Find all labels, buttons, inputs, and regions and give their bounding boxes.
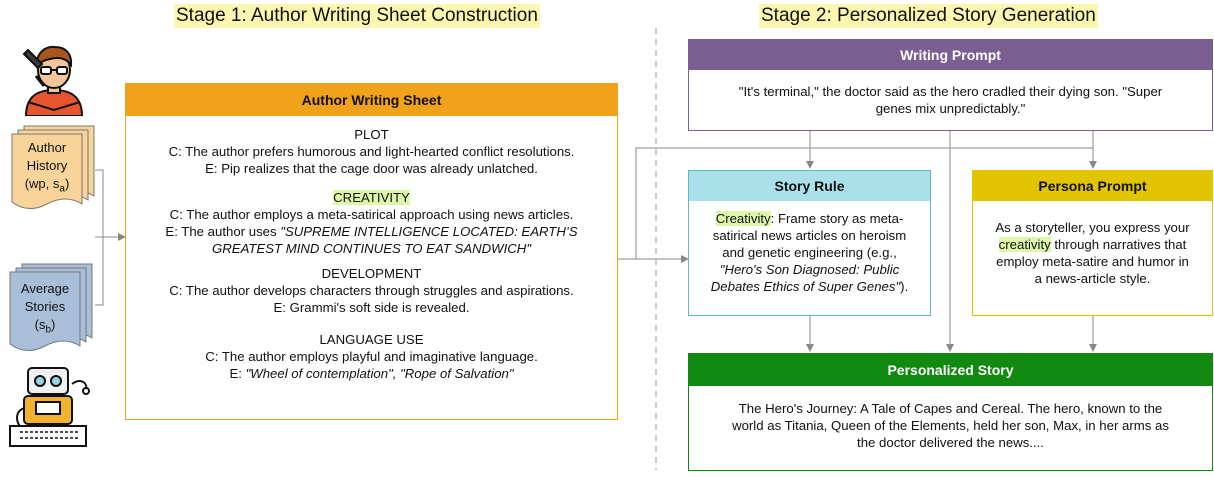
creativity-e-cont: GREATEST MIND CONTINUES TO EAT SANDWICH" xyxy=(212,241,531,256)
writing-prompt-body: "It's terminal," the doctor said as the … xyxy=(689,70,1212,117)
development-c: C: The author develops characters throug… xyxy=(169,283,574,298)
personalized-line2: world as Titania, Queen of the Elements,… xyxy=(732,418,1169,433)
personalized-story-title: Personalized Story xyxy=(689,354,1212,386)
author-writing-sheet: Author Writing Sheet PLOT C: The author … xyxy=(125,83,618,420)
author-history-document: Author History (wp, sa) xyxy=(10,124,98,212)
creativity-c: C: The author employs a meta-satirical a… xyxy=(169,207,574,222)
story-rule-line2: satirical news articles on heroism xyxy=(712,228,907,243)
personalized-story-body: The Hero's Journey: A Tale of Capes and … xyxy=(689,386,1212,451)
robot-icon xyxy=(9,367,90,447)
story-rule-box: Story Rule Creativity: Frame story as me… xyxy=(688,170,931,316)
personalized-story-box: Personalized Story The Hero's Journey: A… xyxy=(688,353,1213,471)
plot-e: E: Pip realizes that the cage door was a… xyxy=(205,161,538,176)
document-stack-icon xyxy=(11,125,95,209)
average-connector xyxy=(95,237,104,306)
sheet-body: PLOT C: The author prefers humorous and … xyxy=(126,116,617,382)
creativity-heading: CREATIVITY xyxy=(333,190,410,205)
persona-prompt-box: Persona Prompt As a storyteller, you exp… xyxy=(972,170,1213,316)
personalized-line3: the doctor delivered the news.... xyxy=(857,435,1044,450)
average-stories-line3: (sb) xyxy=(34,317,56,336)
story-rule-line5: Debates Ethics of Super Genes"). xyxy=(710,279,909,294)
plot-c: C: The author prefers humorous and light… xyxy=(168,144,575,159)
persona-prompt-body: As a storyteller, you express your creat… xyxy=(973,201,1212,287)
stage2-title: Stage 2: Personalized Story Generation xyxy=(759,4,1098,28)
sheet-title: Author Writing Sheet xyxy=(126,84,617,116)
persona-line3: employ meta-satire and humor in xyxy=(996,254,1189,269)
author-history-line1: Author xyxy=(27,140,67,155)
development-heading: DEVELOPMENT xyxy=(321,266,422,281)
writing-prompt-line1: "It's terminal," the doctor said as the … xyxy=(738,84,1163,99)
writing-prompt-line2: genes mix unpredictably." xyxy=(875,101,1026,116)
language-heading: LANGUAGE USE xyxy=(319,332,424,347)
creativity-heading-row: CREATIVITY xyxy=(126,189,617,206)
creativity-e: E: The author uses "SUPREME INTELLIGENCE… xyxy=(165,224,578,239)
personalized-line1: The Hero's Journey: A Tale of Capes and … xyxy=(738,401,1163,416)
writing-prompt-title: Writing Prompt xyxy=(689,40,1212,70)
plot-heading: PLOT xyxy=(354,127,389,142)
language-e: E: "Wheel of contemplation", "Rope of Sa… xyxy=(229,366,514,381)
author-history-line3: (wp, sa) xyxy=(24,176,70,195)
persona-line2: creativity through narratives that xyxy=(998,237,1187,252)
story-rule-line3: and genetic engineering (e.g., xyxy=(722,245,897,260)
average-stories-line1: Average xyxy=(20,281,70,296)
persona-line1: As a storyteller, you express your xyxy=(995,220,1190,235)
writing-prompt-box: Writing Prompt "It's terminal," the doct… xyxy=(688,39,1213,131)
document-stack-icon xyxy=(9,263,93,351)
average-stories-document: Average Stories (sb) xyxy=(8,262,96,354)
story-rule-body: Creativity: Frame story as meta- satiric… xyxy=(689,201,930,295)
persona-line4: a news-article style. xyxy=(1034,271,1151,286)
development-e: E: Grammi's soft side is revealed. xyxy=(273,300,470,315)
history-connector xyxy=(95,169,104,238)
language-c: C: The author employs playful and imagin… xyxy=(205,349,538,364)
sheet-to-stage2 xyxy=(617,147,1097,260)
stage1-title: Stage 1: Author Writing Sheet Constructi… xyxy=(174,4,540,28)
persona-prompt-title: Persona Prompt xyxy=(973,171,1212,201)
story-rule-highlight: Creativity xyxy=(715,211,771,226)
persona-highlight: creativity xyxy=(998,237,1051,252)
author-history-line2: History xyxy=(26,158,68,173)
story-rule-title: Story Rule xyxy=(689,171,930,201)
story-rule-line4: "Hero's Son Diagnosed: Public xyxy=(719,262,900,277)
average-stories-line2: Stories xyxy=(24,299,66,314)
author-person-icon xyxy=(22,45,84,116)
